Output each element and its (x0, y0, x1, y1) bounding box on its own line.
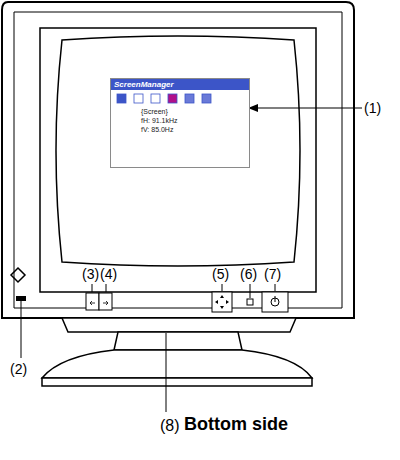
menu-icons (115, 93, 235, 105)
osd-text: {Screen} (111, 107, 249, 116)
osd-window: ScreenManager {Screen}fH: 91.1kHzfV: 85.0… (110, 78, 250, 168)
callout-number: (6) (240, 266, 257, 282)
callout-number: (4) (100, 266, 117, 282)
osd-text: fV: 85.0Hz (111, 125, 249, 134)
callout-number: (2) (10, 361, 27, 377)
callout-number: (5) (212, 266, 229, 282)
callout-number: (8) (160, 416, 180, 435)
callout-number: (7) (264, 266, 281, 282)
osd-text: fH: 91.1kHz (111, 116, 249, 125)
callout-number: (1) (364, 100, 381, 116)
osd-title: ScreenManager (111, 79, 249, 90)
side-note: Bottom side (184, 414, 288, 435)
callout-number: (3) (82, 266, 99, 282)
